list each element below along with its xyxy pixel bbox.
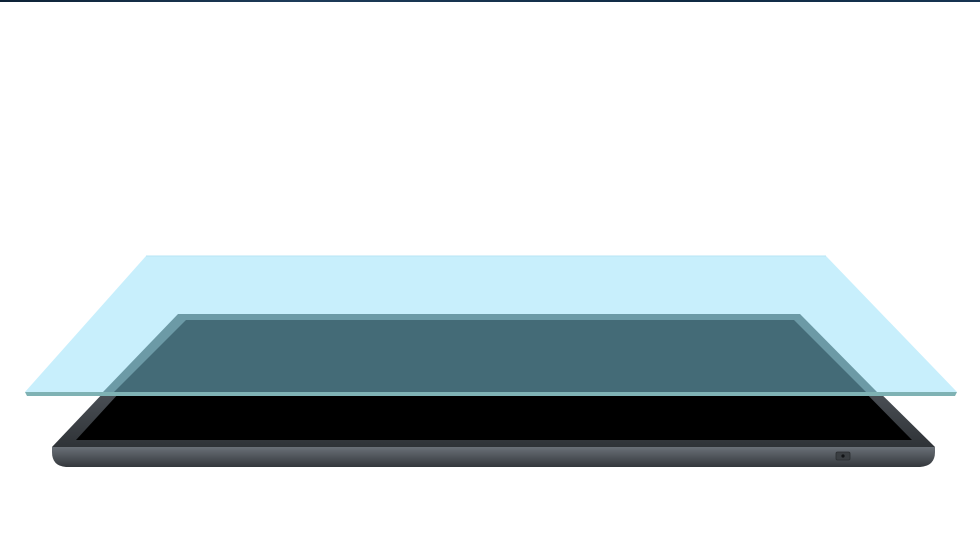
tablet-edge: [52, 447, 935, 467]
glass-overlap-screen: [114, 320, 866, 392]
camera-dot-icon: [835, 451, 851, 461]
glass-edge: [25, 392, 957, 396]
screen-protector: [25, 255, 957, 396]
top-band: [0, 0, 980, 2]
